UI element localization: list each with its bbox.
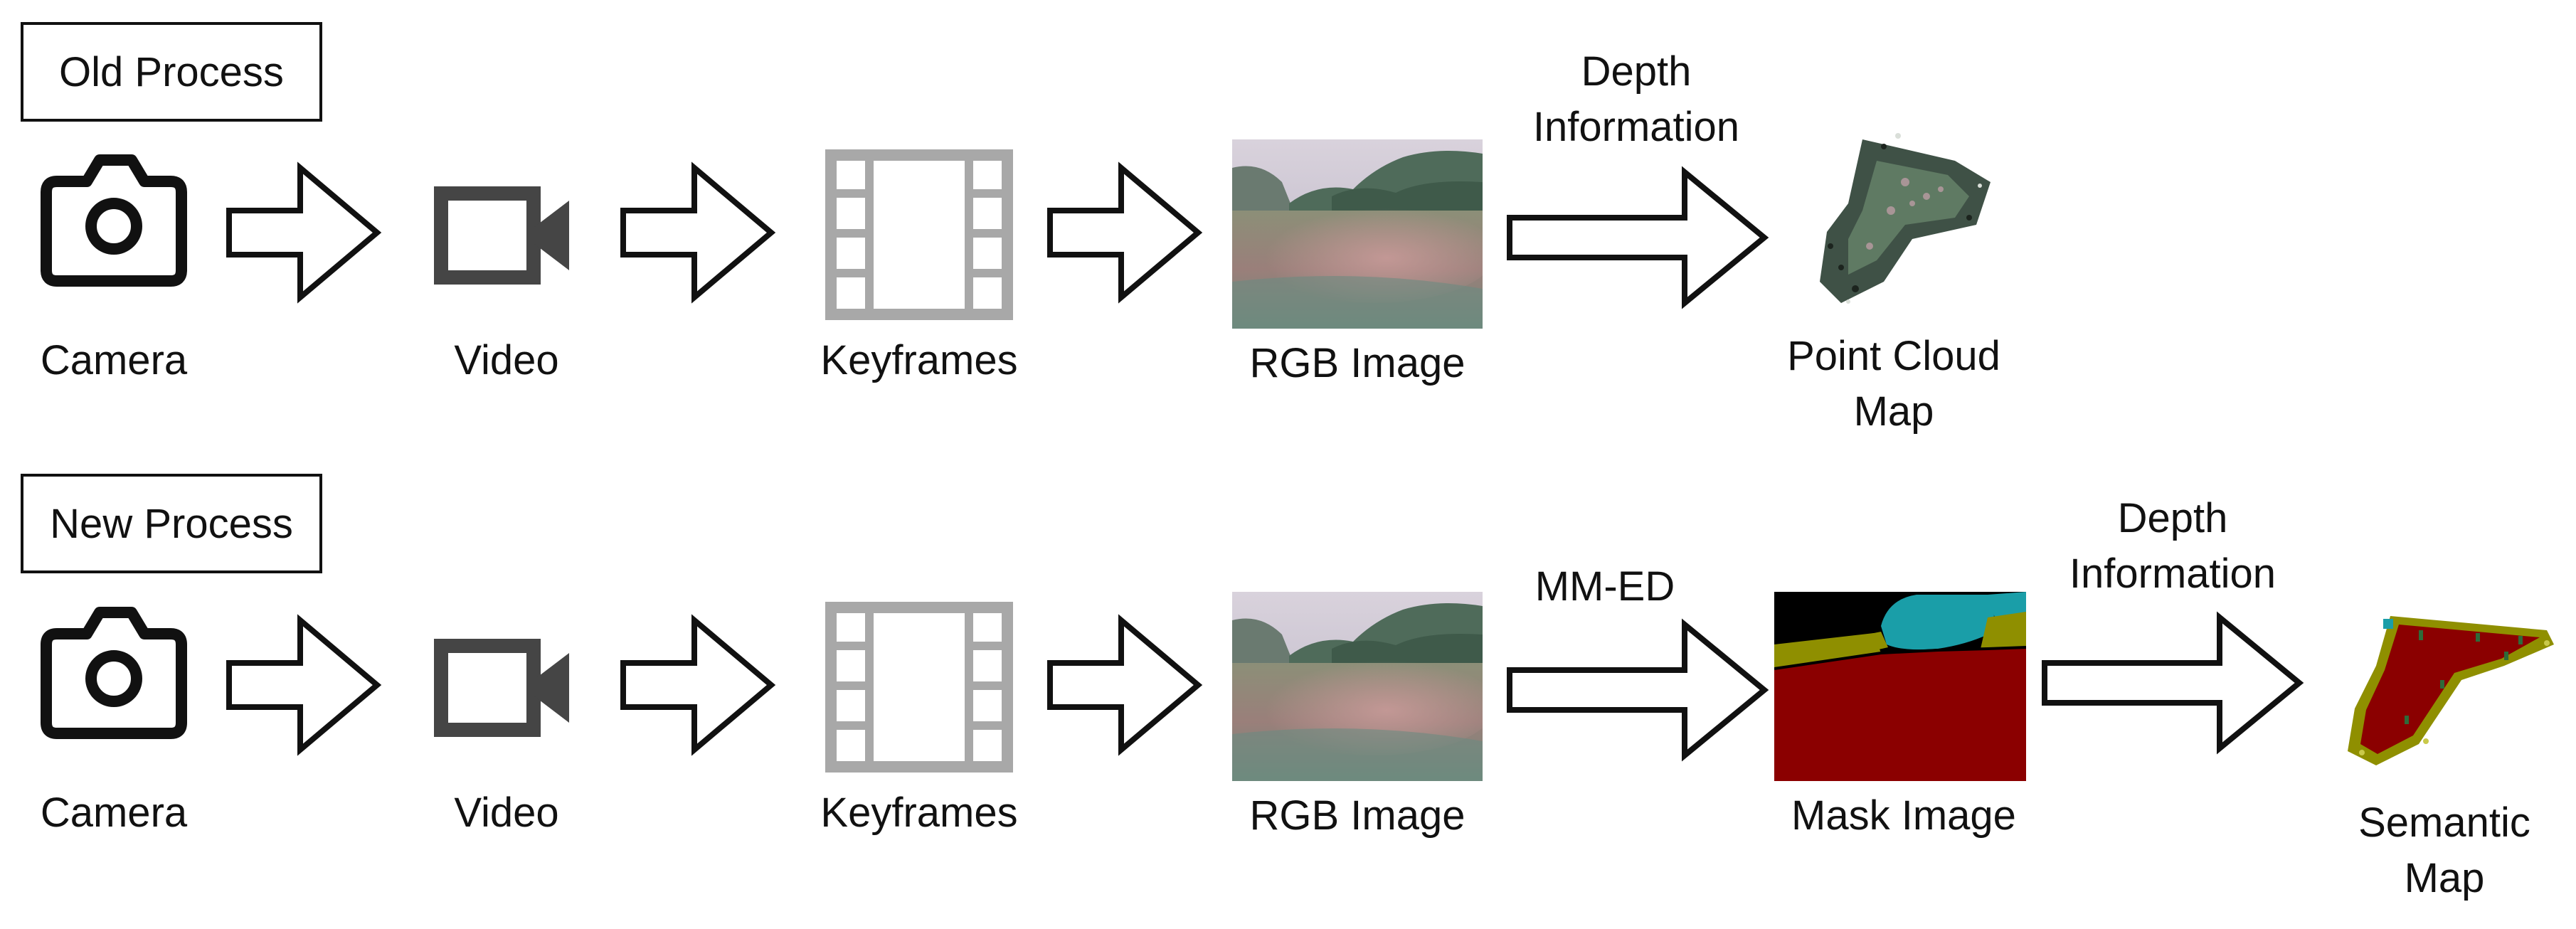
step-label-rgb-image: RGB Image bbox=[1249, 340, 1465, 386]
arrow-right-icon bbox=[620, 161, 776, 304]
arrow-right-icon bbox=[226, 614, 382, 756]
rgb-image-photo bbox=[1232, 139, 1483, 329]
output-label-point-cloud-map: Point Cloud Map bbox=[1787, 329, 2000, 440]
step-label-video: Video bbox=[454, 337, 559, 383]
output-label-semantic-map: Semantic Map bbox=[2358, 795, 2530, 907]
arrow-right-icon bbox=[226, 161, 382, 304]
output-label-line-2: Map bbox=[2404, 855, 2485, 902]
step-label-video: Video bbox=[454, 790, 559, 836]
old-process-title-text: Old Process bbox=[59, 48, 284, 95]
arrow-right-icon bbox=[620, 614, 776, 756]
rgb-image-photo bbox=[1232, 592, 1483, 781]
new-process-title-text: New Process bbox=[50, 500, 293, 547]
film-strip-icon bbox=[825, 602, 1013, 773]
step-label-camera: Camera bbox=[40, 337, 188, 383]
video-camera-icon bbox=[434, 639, 569, 737]
camera-icon bbox=[41, 154, 187, 287]
edge-label-depth-information: Depth Information bbox=[1533, 44, 1739, 156]
camera-icon bbox=[41, 607, 187, 739]
edge-label-line-1: Depth bbox=[2117, 495, 2228, 541]
output-label-line-1: Point Cloud bbox=[1787, 333, 2000, 379]
arrow-right-icon bbox=[1047, 614, 1203, 756]
step-label-rgb-image: RGB Image bbox=[1249, 792, 1465, 839]
output-label-line-1: Semantic bbox=[2358, 800, 2530, 846]
edge-label-line-2: Information bbox=[1532, 104, 1740, 151]
step-label-camera: Camera bbox=[40, 790, 188, 836]
arrow-right-icon bbox=[1507, 618, 1769, 762]
mask-image bbox=[1774, 592, 2026, 781]
step-label-keyframes: Keyframes bbox=[820, 337, 1018, 383]
edge-label-line-1: Depth bbox=[1581, 48, 1692, 95]
semantic-map-image bbox=[2348, 616, 2554, 765]
new-process-title: New Process bbox=[21, 474, 322, 573]
arrow-right-icon bbox=[1507, 166, 1769, 309]
video-camera-icon bbox=[434, 186, 569, 285]
old-process-title: Old Process bbox=[21, 22, 322, 122]
film-strip-icon bbox=[825, 149, 1013, 320]
edge-label-line-2: Information bbox=[2069, 551, 2276, 598]
edge-label-depth-information: Depth Information bbox=[2069, 491, 2276, 602]
arrow-right-icon bbox=[2042, 611, 2304, 755]
edge-label-mm-ed: MM-ED bbox=[1535, 563, 1675, 610]
mask-image-label: Mask Image bbox=[1791, 792, 2016, 839]
step-label-keyframes: Keyframes bbox=[820, 790, 1018, 836]
output-label-line-2: Map bbox=[1853, 388, 1934, 435]
point-cloud-map-image bbox=[1820, 133, 1991, 304]
arrow-right-icon bbox=[1047, 161, 1203, 304]
